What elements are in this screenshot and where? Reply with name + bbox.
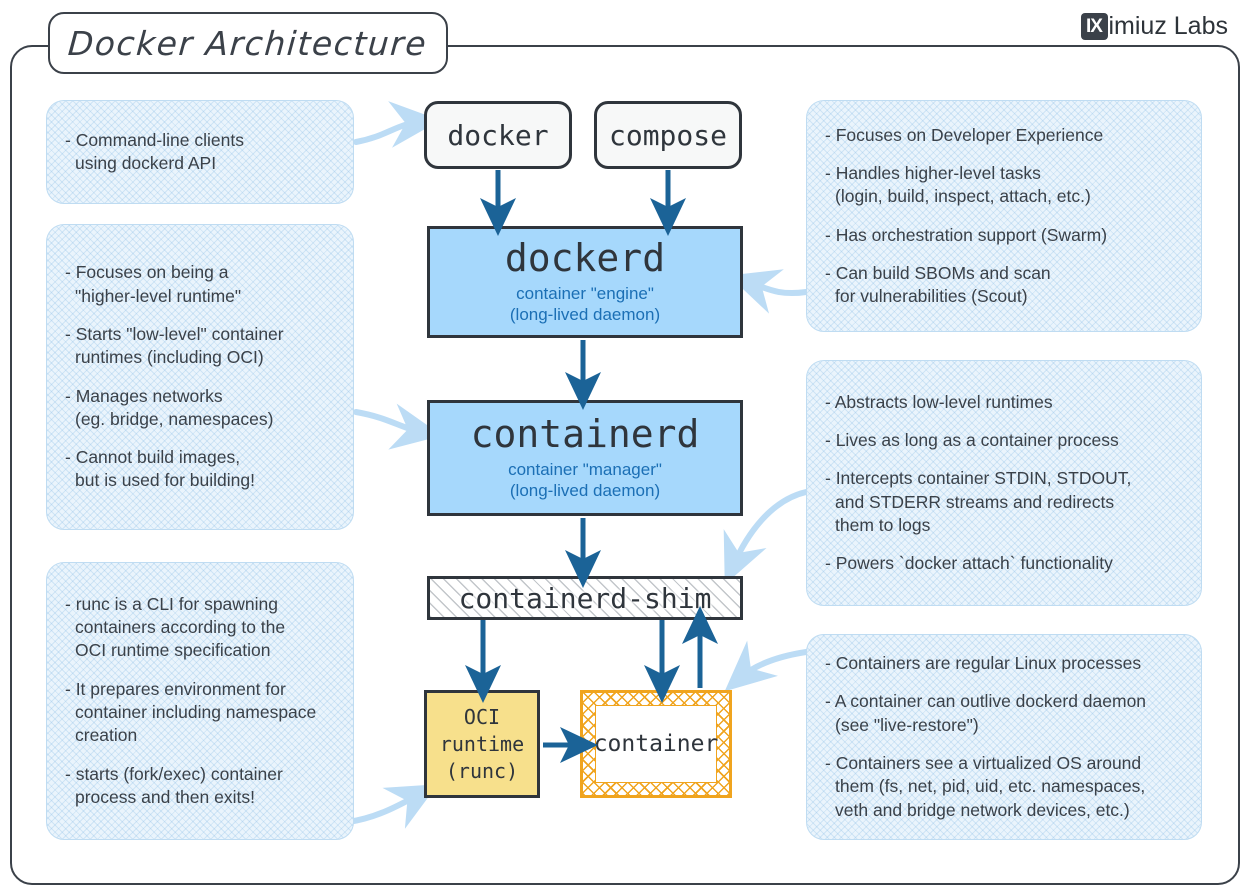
node-label: container <box>593 731 719 757</box>
node-container[interactable]: container <box>580 690 732 798</box>
node-containerd[interactable]: containerd container "manager" (long-liv… <box>427 400 743 516</box>
node-containerd-shim[interactable]: containerd-shim <box>427 576 743 620</box>
brand-mark-icon: IX <box>1080 12 1108 40</box>
node-label: OCI runtime (runc) <box>439 704 525 783</box>
node-oci-runtime[interactable]: OCI runtime (runc) <box>424 690 540 798</box>
node-title: dockerd <box>504 235 666 280</box>
note-container-right: - Containers are regular Linux processes… <box>806 634 1202 840</box>
note-bullet: - Command-line clients using dockerd API <box>65 129 244 173</box>
note-bullet: - A container can outlive dockerd daemon… <box>825 691 1147 735</box>
note-bullet: - Focuses on being a "higher-level runti… <box>65 262 242 306</box>
note-bullet: - Intercepts container STDIN, STDOUT, an… <box>825 468 1132 535</box>
node-subtitle-line2: (long-lived daemon) <box>509 480 661 500</box>
diagram-title-chip: Docker Architecture <box>48 12 448 74</box>
note-dockerd-right: - Focuses on Developer Experience - Hand… <box>806 100 1202 332</box>
note-bullet: - Manages networks (eg. bridge, namespac… <box>65 385 274 429</box>
note-runc-left: - runc is a CLI for spawning containers … <box>46 562 354 840</box>
note-bullet: - Starts "low-level" container runtimes … <box>65 323 284 368</box>
note-bullet: - Cannot build images, but is used for b… <box>65 447 255 491</box>
note-bullet: - Abstracts low-level runtimes <box>825 391 1053 412</box>
node-subtitle-line1: container "manager" <box>508 459 662 479</box>
node-subtitle-line1: container "engine" <box>516 283 654 303</box>
node-label: docker <box>447 118 549 152</box>
note-shim-right: - Abstracts low-level runtimes - Lives a… <box>806 360 1202 606</box>
node-subtitle-line2: (long-lived daemon) <box>509 304 661 324</box>
brand-name: imiuz Labs <box>1108 11 1229 40</box>
brand-logo: IX imiuz Labs <box>1080 10 1229 42</box>
node-label: compose <box>608 118 727 152</box>
note-bullet: - Containers see a virtualized OS around… <box>825 753 1146 820</box>
note-bullet: - Handles higher-level tasks (login, bui… <box>825 162 1091 207</box>
node-docker-cli[interactable]: docker <box>424 101 572 169</box>
note-bullet: - Can build SBOMs and scan for vulnerabi… <box>825 262 1051 307</box>
note-containerd-left: - Focuses on being a "higher-level runti… <box>46 224 354 530</box>
note-cli-clients: - Command-line clients using dockerd API <box>46 100 354 204</box>
page-title: Docker Architecture <box>67 23 429 63</box>
note-bullet: - Powers `docker attach` functionality <box>825 553 1113 574</box>
note-bullet: - It prepares environment for container … <box>65 678 317 746</box>
container-inner-surface: container <box>593 705 719 783</box>
note-bullet: - starts (fork/exec) container process a… <box>65 763 283 807</box>
note-bullet: - Containers are regular Linux processes <box>825 653 1142 674</box>
note-bullet: - Has orchestration support (Swarm) <box>825 224 1108 245</box>
note-bullet: - Lives as long as a container process <box>825 429 1119 450</box>
node-compose-cli[interactable]: compose <box>594 101 742 169</box>
diagram-frame <box>10 45 1240 885</box>
note-bullet: - runc is a CLI for spawning containers … <box>65 593 286 661</box>
node-dockerd[interactable]: dockerd container "engine" (long-lived d… <box>427 226 743 338</box>
note-bullet: - Focuses on Developer Experience <box>825 124 1104 145</box>
node-title: containerd <box>470 411 700 456</box>
node-label: containerd-shim <box>458 581 712 615</box>
